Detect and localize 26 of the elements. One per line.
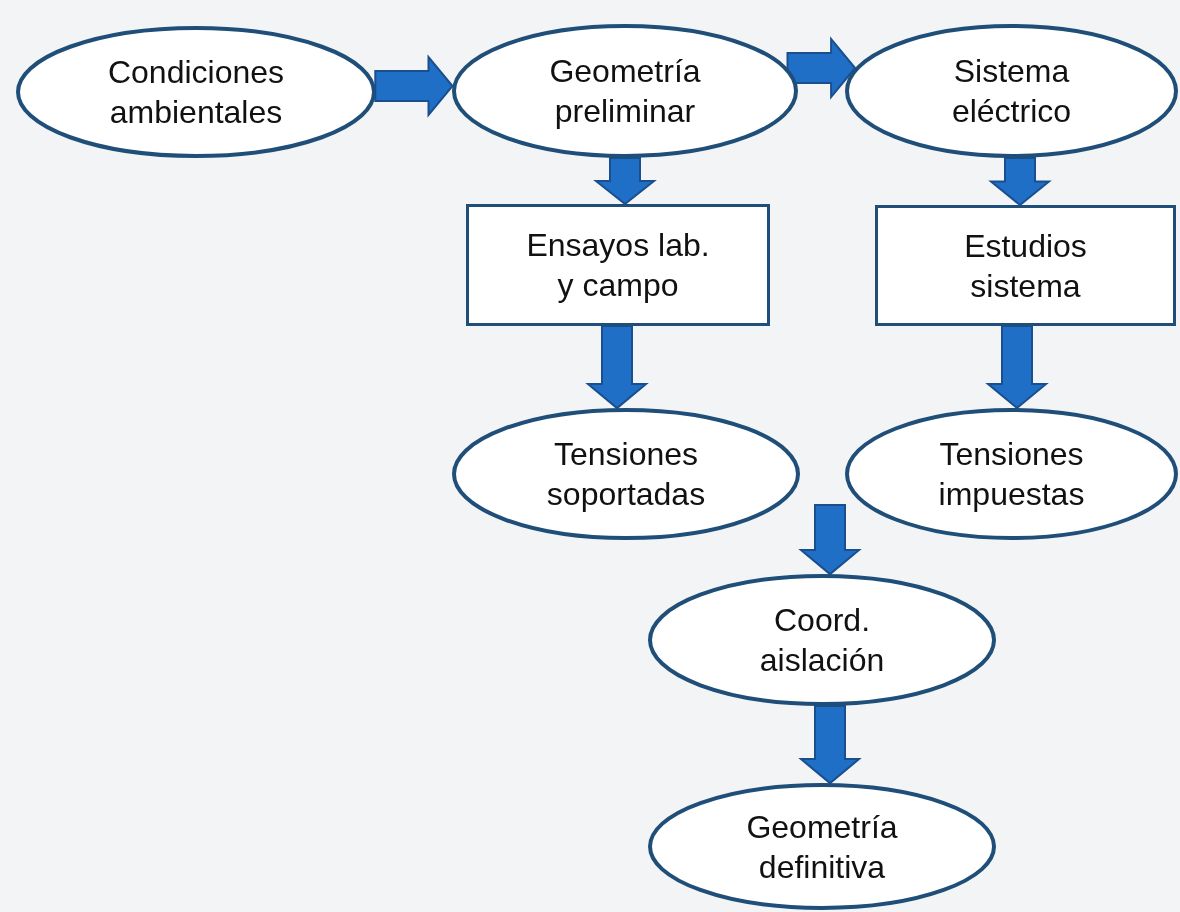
block-arrow xyxy=(798,704,862,785)
process-ellipse xyxy=(845,24,1178,158)
block-arrow xyxy=(374,54,454,118)
block-arrow xyxy=(988,156,1052,207)
block-arrow xyxy=(786,36,857,100)
node-text: Estudios sistema xyxy=(963,226,1088,306)
node-text: Geometría preliminar xyxy=(548,52,702,131)
block-arrow xyxy=(593,157,657,206)
process-ellipse xyxy=(648,783,996,910)
block-arrow xyxy=(798,504,862,576)
node-text: Tensiones impuestas xyxy=(937,435,1086,514)
process-ellipse xyxy=(648,574,996,706)
process-ellipse xyxy=(452,24,798,158)
process-ellipse xyxy=(845,408,1178,540)
node-text: Geometría definitiva xyxy=(745,807,899,887)
node-text: Tensiones soportadas xyxy=(545,435,707,514)
block-arrow xyxy=(985,325,1049,410)
process-box xyxy=(466,204,770,326)
node-text: Ensayos lab. y campo xyxy=(525,226,711,305)
process-box xyxy=(875,205,1176,326)
block-arrow xyxy=(585,325,649,410)
process-ellipse xyxy=(452,408,800,540)
node-text: Sistema eléctrico xyxy=(950,52,1073,131)
node-text: Coord. aislación xyxy=(758,601,886,680)
node-text: Condiciones ambientales xyxy=(106,53,286,132)
process-ellipse xyxy=(16,26,376,158)
